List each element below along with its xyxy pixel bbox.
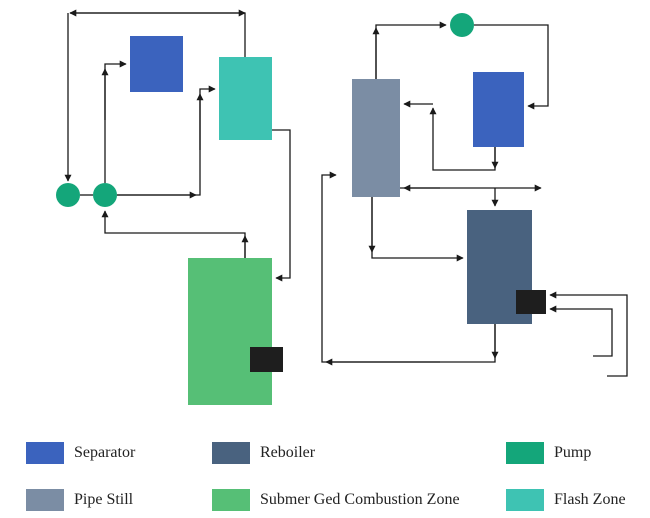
submerged-combustion-zone bbox=[188, 258, 272, 405]
flow-still-to-pump bbox=[375, 21, 447, 79]
separator-swatch bbox=[26, 442, 64, 464]
legend-pipe-still: Pipe Still bbox=[26, 488, 133, 512]
legend-reboiler: Reboiler bbox=[212, 441, 315, 465]
legend-label-separator: Separator bbox=[74, 444, 136, 461]
separator-left bbox=[130, 36, 183, 92]
legend-combustion: Submer Ged Combustion Zone bbox=[212, 488, 460, 512]
flow-still-to-reboiler bbox=[371, 197, 464, 262]
burner-left bbox=[250, 347, 283, 372]
burner-right bbox=[516, 290, 546, 314]
separator-right bbox=[473, 72, 524, 147]
pipe-still-swatch bbox=[26, 489, 64, 511]
combustion-swatch bbox=[212, 489, 250, 511]
reboiler-swatch bbox=[212, 442, 250, 464]
pump-left-1 bbox=[56, 183, 80, 207]
right-flow-lines bbox=[321, 21, 628, 377]
legend-pump: Pump bbox=[506, 441, 591, 465]
legend-label-pipe-still: Pipe Still bbox=[74, 491, 134, 508]
legend-label-pump: Pump bbox=[554, 444, 592, 461]
flow-pump-to-separator-right bbox=[474, 24, 549, 110]
flow-fuel-in-1 bbox=[549, 291, 628, 377]
left-flow-lines bbox=[64, 9, 291, 282]
flash-zone bbox=[219, 57, 272, 140]
pump-swatch bbox=[506, 442, 544, 464]
legend-label-reboiler: Reboiler bbox=[260, 444, 316, 461]
flow-pump-to-separator bbox=[104, 60, 127, 183]
legend-flash-zone: Flash Zone bbox=[506, 488, 626, 512]
pump-left-2 bbox=[93, 183, 117, 207]
flow-fuel-in-2 bbox=[549, 305, 613, 357]
pump-right bbox=[450, 13, 474, 37]
flow-flash-to-combustion bbox=[272, 129, 291, 282]
legend-label-flash-zone: Flash Zone bbox=[554, 491, 626, 508]
flash-zone-swatch bbox=[506, 489, 544, 511]
flow-combustion-to-pump bbox=[101, 210, 246, 258]
pipe-still bbox=[352, 79, 400, 197]
legend-separator: Separator bbox=[26, 441, 135, 465]
legend-label-combustion: Submer Ged Combustion Zone bbox=[260, 491, 460, 508]
